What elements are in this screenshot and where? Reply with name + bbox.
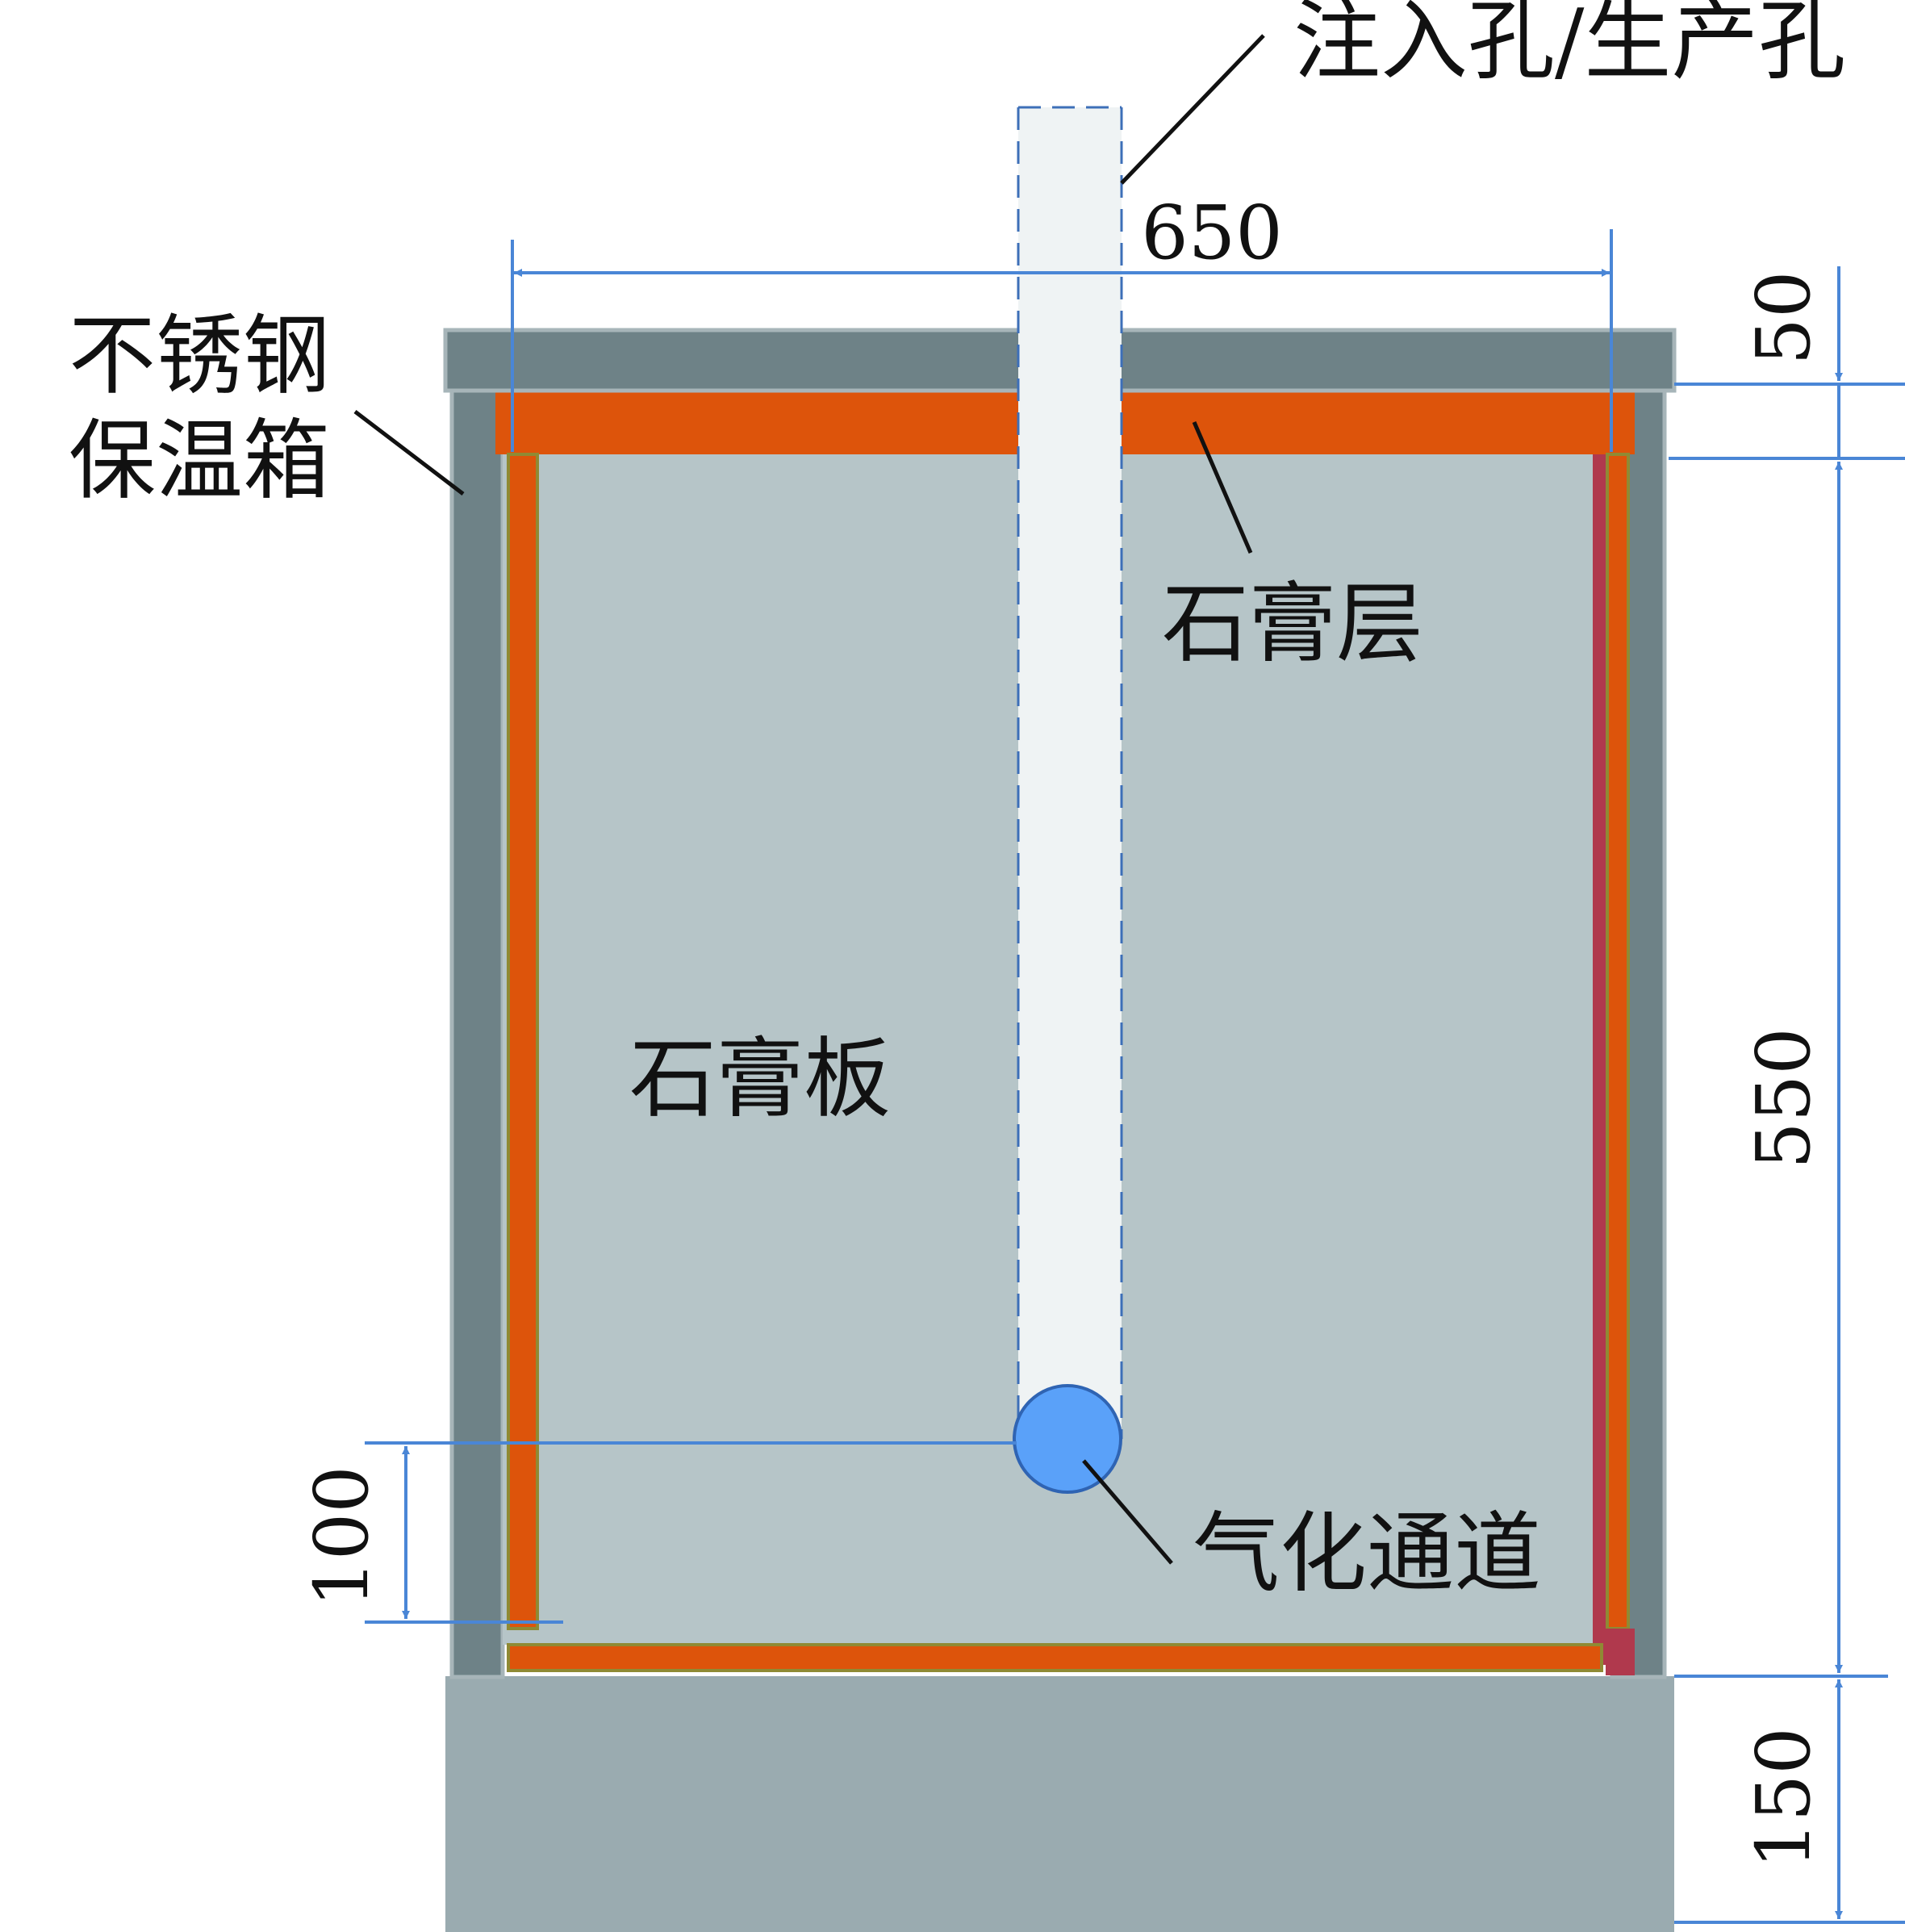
base-block <box>445 1676 1674 1932</box>
dim-width-label: 650 <box>1141 190 1283 276</box>
dim-body-label: 550 <box>1740 1027 1827 1169</box>
label-gypsum-board: 石膏板 <box>629 1029 891 1130</box>
leader-gasification-channel <box>1082 1459 1173 1565</box>
leader-injection-well <box>1120 34 1265 185</box>
label-stainless-box-line2: 保温箱 <box>69 411 330 512</box>
dim-channel-label: 100 <box>299 1466 385 1608</box>
injection-pipe <box>1018 107 1122 1439</box>
label-gypsum-layer: 石膏层 <box>1162 574 1423 675</box>
dim-top-plate-label: 50 <box>1740 270 1827 365</box>
gypsum-layer-left <box>507 453 539 1630</box>
dim-base-label: 150 <box>1740 1727 1827 1869</box>
box-left-wall <box>449 387 505 1679</box>
side-strip-corner <box>1606 1629 1635 1675</box>
gypsum-layer-bottom <box>507 1643 1603 1672</box>
gasification-channel-circle <box>1013 1384 1122 1494</box>
leader-stainless-box <box>353 410 465 496</box>
side-strip-right <box>1593 454 1609 1665</box>
label-gasification-channel: 气化通道 <box>1193 1503 1541 1604</box>
label-injection-well: 注入孔/生产孔 <box>1293 0 1845 92</box>
gypsum-layer-right <box>1606 453 1630 1630</box>
label-stainless-box-line1: 不锈钢 <box>69 306 330 407</box>
leader-gypsum-layer <box>1192 421 1253 554</box>
